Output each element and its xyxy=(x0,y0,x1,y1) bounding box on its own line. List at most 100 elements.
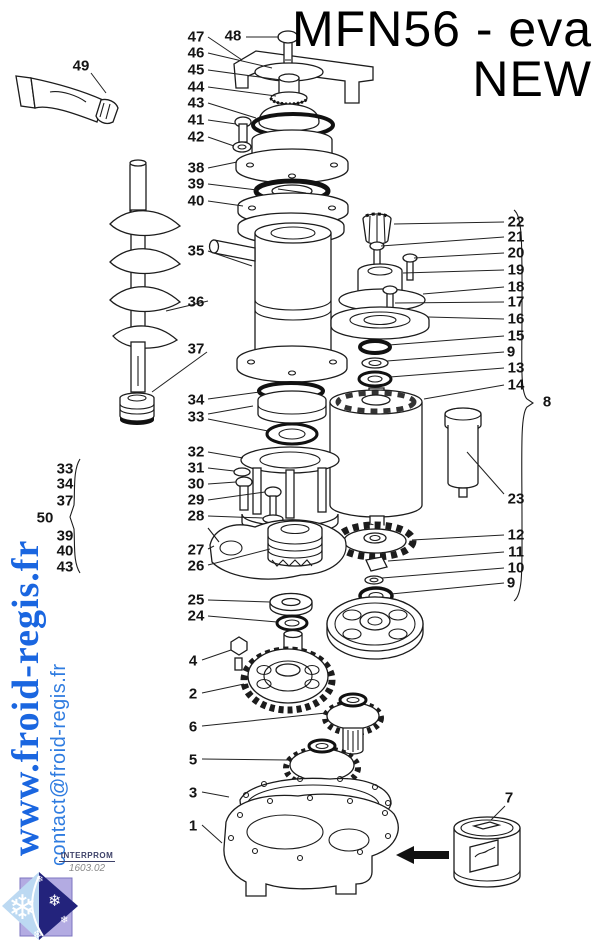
bearing-13 xyxy=(357,370,393,388)
part-number-label: 48 xyxy=(224,27,242,45)
part-number-label: 38 xyxy=(187,159,205,177)
bolt-29 xyxy=(264,486,282,517)
part-number-label: 9 xyxy=(506,574,516,592)
part-number-label: 25 xyxy=(187,591,205,609)
bevel-gear-6 xyxy=(322,692,384,755)
can-7 xyxy=(453,816,521,888)
email-text: contact@froid-regis.fr xyxy=(48,663,70,866)
coupling-22 xyxy=(362,212,392,245)
part-number-label: 45 xyxy=(187,61,205,79)
part-number-label: 11 xyxy=(508,543,524,561)
catalog-code: 1603.02 xyxy=(68,862,106,874)
ring-15 xyxy=(358,339,392,355)
part-number-label: 8 xyxy=(542,393,552,411)
clip-11 xyxy=(365,556,388,572)
part-number-label: 36 xyxy=(187,293,205,311)
snowflake-logo-graphic: ❄ ❄ ❄ ❄ ❄ xyxy=(2,872,78,941)
part-number-label: 43 xyxy=(187,94,205,112)
part-number-label: 29 xyxy=(187,491,205,509)
bearing-24 xyxy=(275,614,309,632)
part-number-label: 15 xyxy=(507,327,525,345)
part-number-label: 26 xyxy=(187,557,205,575)
part-number-label: 37 xyxy=(187,340,205,358)
part-number-label: 12 xyxy=(507,526,525,544)
part-number-label: 2 xyxy=(188,685,198,703)
part-number-label: 1 xyxy=(188,817,198,835)
washer-9 xyxy=(361,357,389,369)
cylinder-35 xyxy=(208,212,348,383)
part-number-label: 30 xyxy=(187,475,205,493)
bolt-4 xyxy=(230,636,248,671)
part-number-label: 39 xyxy=(56,527,74,545)
part-number-label: 31 xyxy=(187,459,205,477)
brace-50 xyxy=(69,458,81,574)
part-number-label: 18 xyxy=(507,278,525,296)
auger-36 xyxy=(109,159,182,393)
part-number-label: 42 xyxy=(187,128,205,146)
part-number-label: 32 xyxy=(187,443,205,461)
tool-bracket-47 xyxy=(233,50,374,104)
cap-37 xyxy=(119,392,155,425)
part-number-label: 40 xyxy=(56,542,74,560)
status-label: NEW xyxy=(472,51,592,107)
publisher-name: INTERPROM xyxy=(58,851,116,862)
washer-10 xyxy=(364,575,384,585)
part-number-label: 9 xyxy=(506,343,516,361)
part-number-label: 3 xyxy=(188,784,198,802)
snowflake-icon: ❄ xyxy=(48,891,61,910)
part-number-label: 13 xyxy=(507,359,525,377)
part-number-label: 14 xyxy=(507,376,525,394)
part-number-label: 44 xyxy=(187,78,205,96)
part-number-label: 5 xyxy=(188,751,198,769)
part-number-label: 39 xyxy=(187,175,205,193)
part-number-label: 27 xyxy=(187,541,205,559)
filter-23 xyxy=(444,407,482,498)
part-number-label: 22 xyxy=(507,213,525,231)
clip-42 xyxy=(232,141,252,153)
part-number-label: 34 xyxy=(56,475,74,493)
washer-25 xyxy=(269,592,313,617)
website-text: www.froid-regis.fr xyxy=(5,539,47,856)
snowflake-icon: ❄ xyxy=(60,915,68,926)
froid-regis-logo: ❄ ❄ ❄ ❄ ❄ xyxy=(0,868,82,946)
hub-26 xyxy=(267,520,323,567)
part-number-label: 40 xyxy=(187,192,205,210)
part-number-label: 47 xyxy=(187,28,205,46)
part-number-label: 7 xyxy=(504,789,514,807)
part-number-label: 19 xyxy=(507,261,525,279)
model-name: MFN56 - eva xyxy=(292,1,592,57)
part-number-label: 10 xyxy=(507,559,525,577)
part-number-label: 16 xyxy=(507,310,525,328)
snowflake-icon: ❄ xyxy=(33,928,42,941)
part-number-label: 17 xyxy=(507,293,525,311)
part-number-label: 33 xyxy=(187,408,205,426)
part-number-label: 50 xyxy=(36,509,54,527)
part-number-label: 20 xyxy=(507,244,525,262)
flange-38 xyxy=(235,148,349,184)
part-number-label: 21 xyxy=(507,228,525,246)
tube-49 xyxy=(15,75,119,125)
publisher-stamp: INTERPROM 1603.02 xyxy=(52,845,122,874)
snowflake-icon: ❄ xyxy=(8,888,37,928)
part-number-label: 4 xyxy=(188,652,198,670)
part-number-label: 6 xyxy=(188,718,198,736)
part-number-label: 37 xyxy=(56,492,74,510)
part-number-label: 24 xyxy=(187,607,205,625)
part-number-label: 41 xyxy=(187,111,205,129)
gear-2 xyxy=(240,646,336,714)
bolt-30 xyxy=(235,476,253,511)
leader-lines xyxy=(90,36,506,844)
bolt-41 xyxy=(234,116,252,143)
housing-1 xyxy=(223,793,399,897)
part-number-label: 23 xyxy=(507,490,525,508)
snowflake-icon: ❄ xyxy=(36,875,44,885)
disc-16 xyxy=(330,306,430,340)
part-number-label: 34 xyxy=(187,391,205,409)
impeller-12 xyxy=(333,521,417,561)
drum-33 xyxy=(257,390,327,446)
clip-31 xyxy=(233,467,251,477)
part-number-label: 46 xyxy=(187,44,205,62)
part-number-label: 43 xyxy=(56,558,74,576)
part-number-label: 35 xyxy=(187,242,205,260)
